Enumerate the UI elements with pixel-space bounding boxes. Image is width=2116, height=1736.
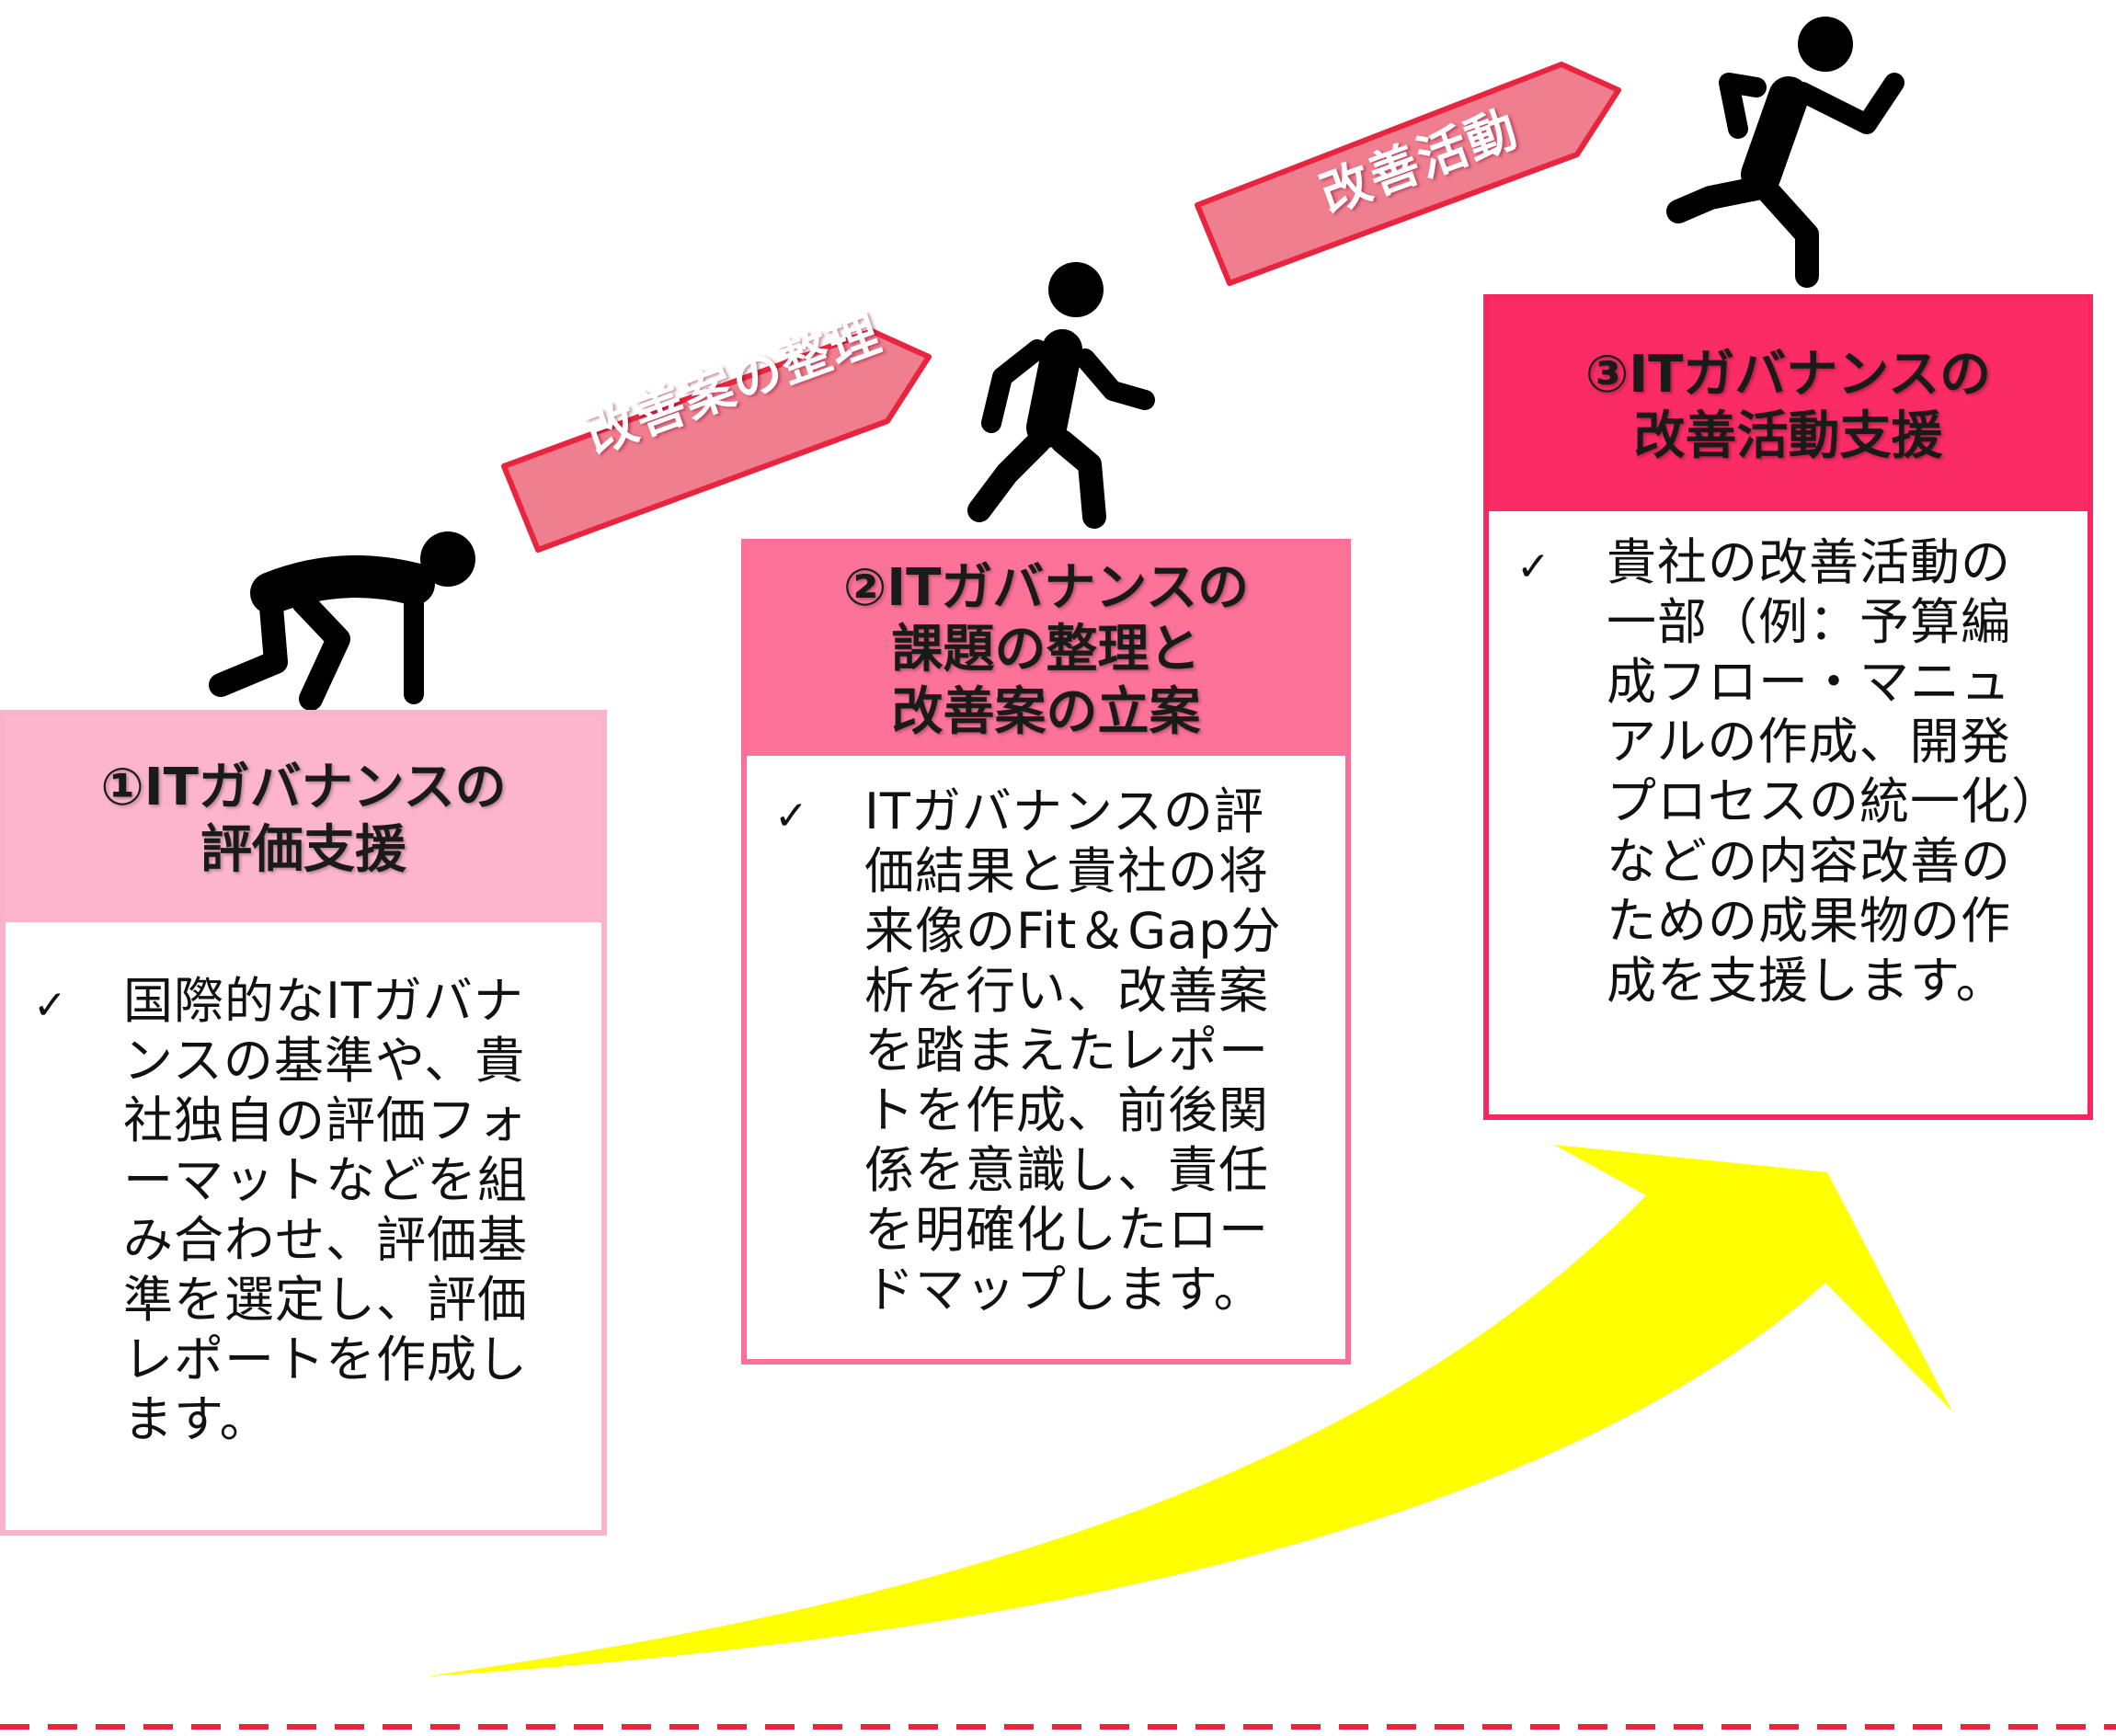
step-card-3: ③ITガバナンスの 改善活動支援 ✓ 貴社の改善活動の一部（例：予算編成フロー・…: [1483, 294, 2093, 1120]
step-title-3: ③ITガバナンスの 改善活動支援: [1489, 300, 2087, 511]
step-title-2: ②ITガバナンスの 課題の整理と 改善案の立案: [747, 544, 1345, 756]
step-description-1: 国際的なITガバナンスの基準や、貴社独自の評価フォーマットなどを組み合わせ、評価…: [123, 972, 528, 1448]
banner-arrow-1: [501, 328, 932, 553]
step-description-3: 貴社の改善活動の一部（例：予算編成フロー・マニュアルの作成、開発プロセスの統一化…: [1607, 533, 2037, 1010]
step-title-3-line-2: 改善活動支援: [1633, 406, 1943, 466]
step-title-1-line-1: ①ITガバナンスの: [100, 758, 507, 818]
step-title-1-line-2: 評価支援: [200, 819, 406, 880]
banner-arrow-2: [1195, 62, 1621, 286]
step-title-3-line-1: ③ITガバナンスの: [1584, 344, 1992, 405]
step-title-2-line-2: 課題の整理と: [891, 620, 1201, 680]
step-title-2-line-3: 改善案の立案: [891, 681, 1201, 742]
checkmark-icon: ✓: [33, 982, 67, 1029]
growth-arrow: [428, 1145, 1952, 1676]
running-person-icon: [1666, 17, 1904, 288]
step-description-2: ITガバナンスの評価結果と貴社の将来像のFit＆Gap分析を行い、改善案を踏まえ…: [864, 782, 1282, 1319]
crouching-person-icon: [209, 531, 475, 711]
step-title-2-line-1: ②ITガバナンスの: [842, 558, 1250, 619]
step-card-2: ②ITガバナンスの 課題の整理と 改善案の立案 ✓ ITガバナンスの評価結果と貴…: [741, 539, 1351, 1365]
step-card-1: ①ITガバナンスの 評価支援 ✓ 国際的なITガバナンスの基準や、貴社独自の評価…: [0, 710, 607, 1536]
walking-person-icon: [967, 262, 1155, 529]
checkmark-icon: ✓: [774, 793, 808, 839]
step-title-1: ①ITガバナンスの 評価支援: [6, 715, 601, 922]
checkmark-icon: ✓: [1516, 543, 1550, 590]
